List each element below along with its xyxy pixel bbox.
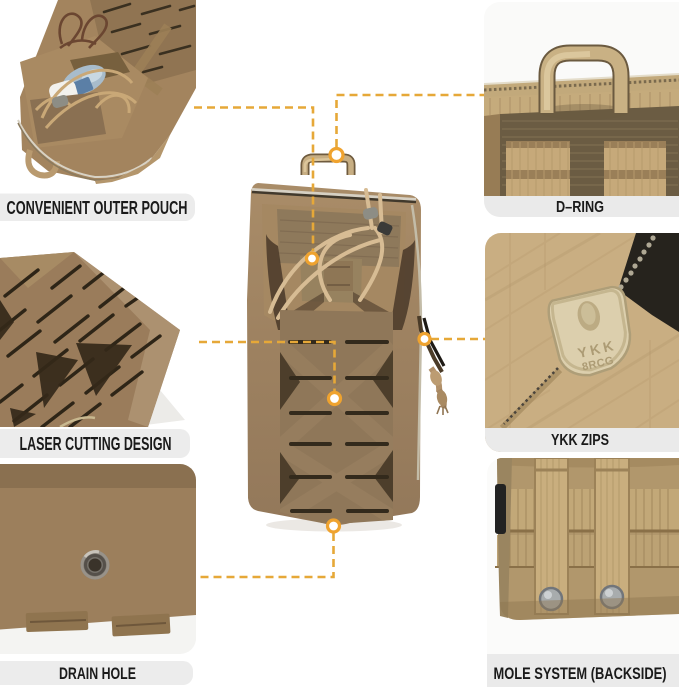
svg-text:MOLE SYSTEM (BACKSIDE): MOLE SYSTEM (BACKSIDE) — [494, 664, 667, 683]
svg-text:DRAIN HOLE: DRAIN HOLE — [59, 664, 136, 683]
svg-text:LASER CUTTING DESIGN: LASER CUTTING DESIGN — [20, 434, 172, 454]
svg-text:CONVENIENT OUTER POUCH: CONVENIENT OUTER POUCH — [7, 198, 188, 218]
svg-text:D–RING: D–RING — [556, 199, 604, 216]
svg-text:YKK ZIPS: YKK ZIPS — [551, 432, 609, 449]
